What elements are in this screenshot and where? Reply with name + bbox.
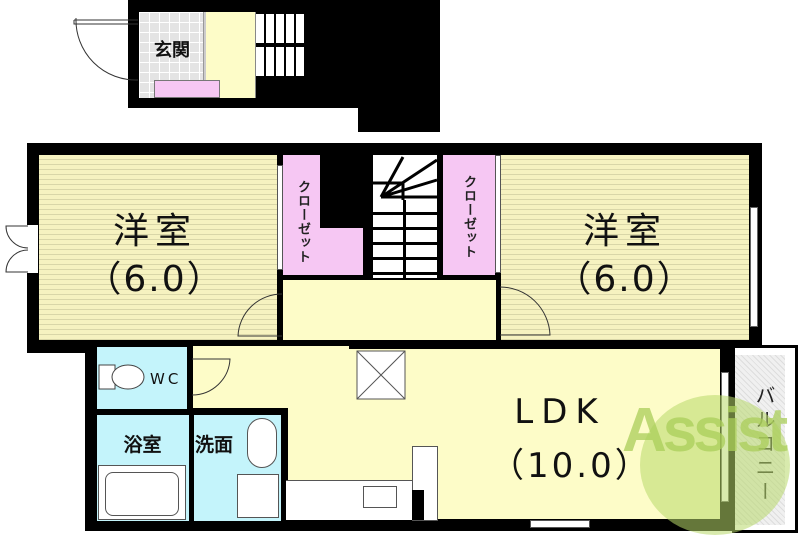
watermark-circle — [640, 395, 790, 535]
winder-stairs-icon — [373, 155, 438, 200]
hallway — [283, 280, 496, 340]
closet-left-extension — [283, 228, 363, 275]
toilet-label: WC — [150, 370, 182, 388]
closet-right-label: クローゼット — [461, 175, 476, 259]
storage-x-icon — [356, 350, 406, 400]
upper-stair-midline — [256, 43, 304, 47]
western-room-left-name: 洋室 — [112, 211, 197, 252]
left-balcony-door[interactable] — [24, 225, 38, 273]
kitchen-sink — [363, 486, 397, 508]
western-room-left-size: （6.0） — [85, 259, 225, 300]
entrance-hall — [206, 12, 256, 98]
stair-center-line — [403, 200, 406, 278]
closet-right-door[interactable] — [495, 155, 501, 273]
shoe-cabinet — [154, 80, 220, 98]
entrance-label: 玄関 — [154, 40, 190, 61]
entrance-divider — [203, 12, 208, 82]
toilet-icon — [98, 364, 145, 390]
toilet-door-icon — [191, 358, 231, 396]
closet-right — [443, 155, 495, 275]
double-door-icon — [5, 225, 29, 273]
stair-direction-arrow-icon — [344, 38, 358, 48]
ldk-upper — [355, 349, 720, 369]
washing-machine-space — [237, 474, 279, 518]
stair-shaft-wall — [358, 0, 440, 132]
left-room-door-icon — [237, 293, 283, 337]
closet-left-door[interactable] — [277, 165, 283, 270]
western-room-right-name: 洋室 — [582, 211, 667, 252]
right-room-window[interactable] — [750, 207, 758, 327]
wash-basin — [247, 418, 277, 468]
western-room-right — [501, 155, 749, 340]
watermark-logo: Assist — [622, 396, 788, 465]
ldk-bottom-window[interactable] — [530, 520, 590, 528]
washroom-label: 洗面 — [195, 434, 234, 456]
entrance-door-icon — [73, 17, 139, 81]
right-room-door-icon — [499, 286, 551, 336]
western-room-left — [39, 155, 277, 340]
bathtub-inner — [105, 472, 179, 516]
kitchen-pillar — [412, 490, 424, 520]
closet-left-label: クローゼット — [295, 180, 310, 264]
ldk-size: （10.0） — [490, 446, 652, 486]
western-room-right-size: （6.0） — [555, 259, 695, 300]
ldk-name: LDK — [514, 392, 606, 432]
bathroom-label: 浴室 — [123, 434, 162, 456]
